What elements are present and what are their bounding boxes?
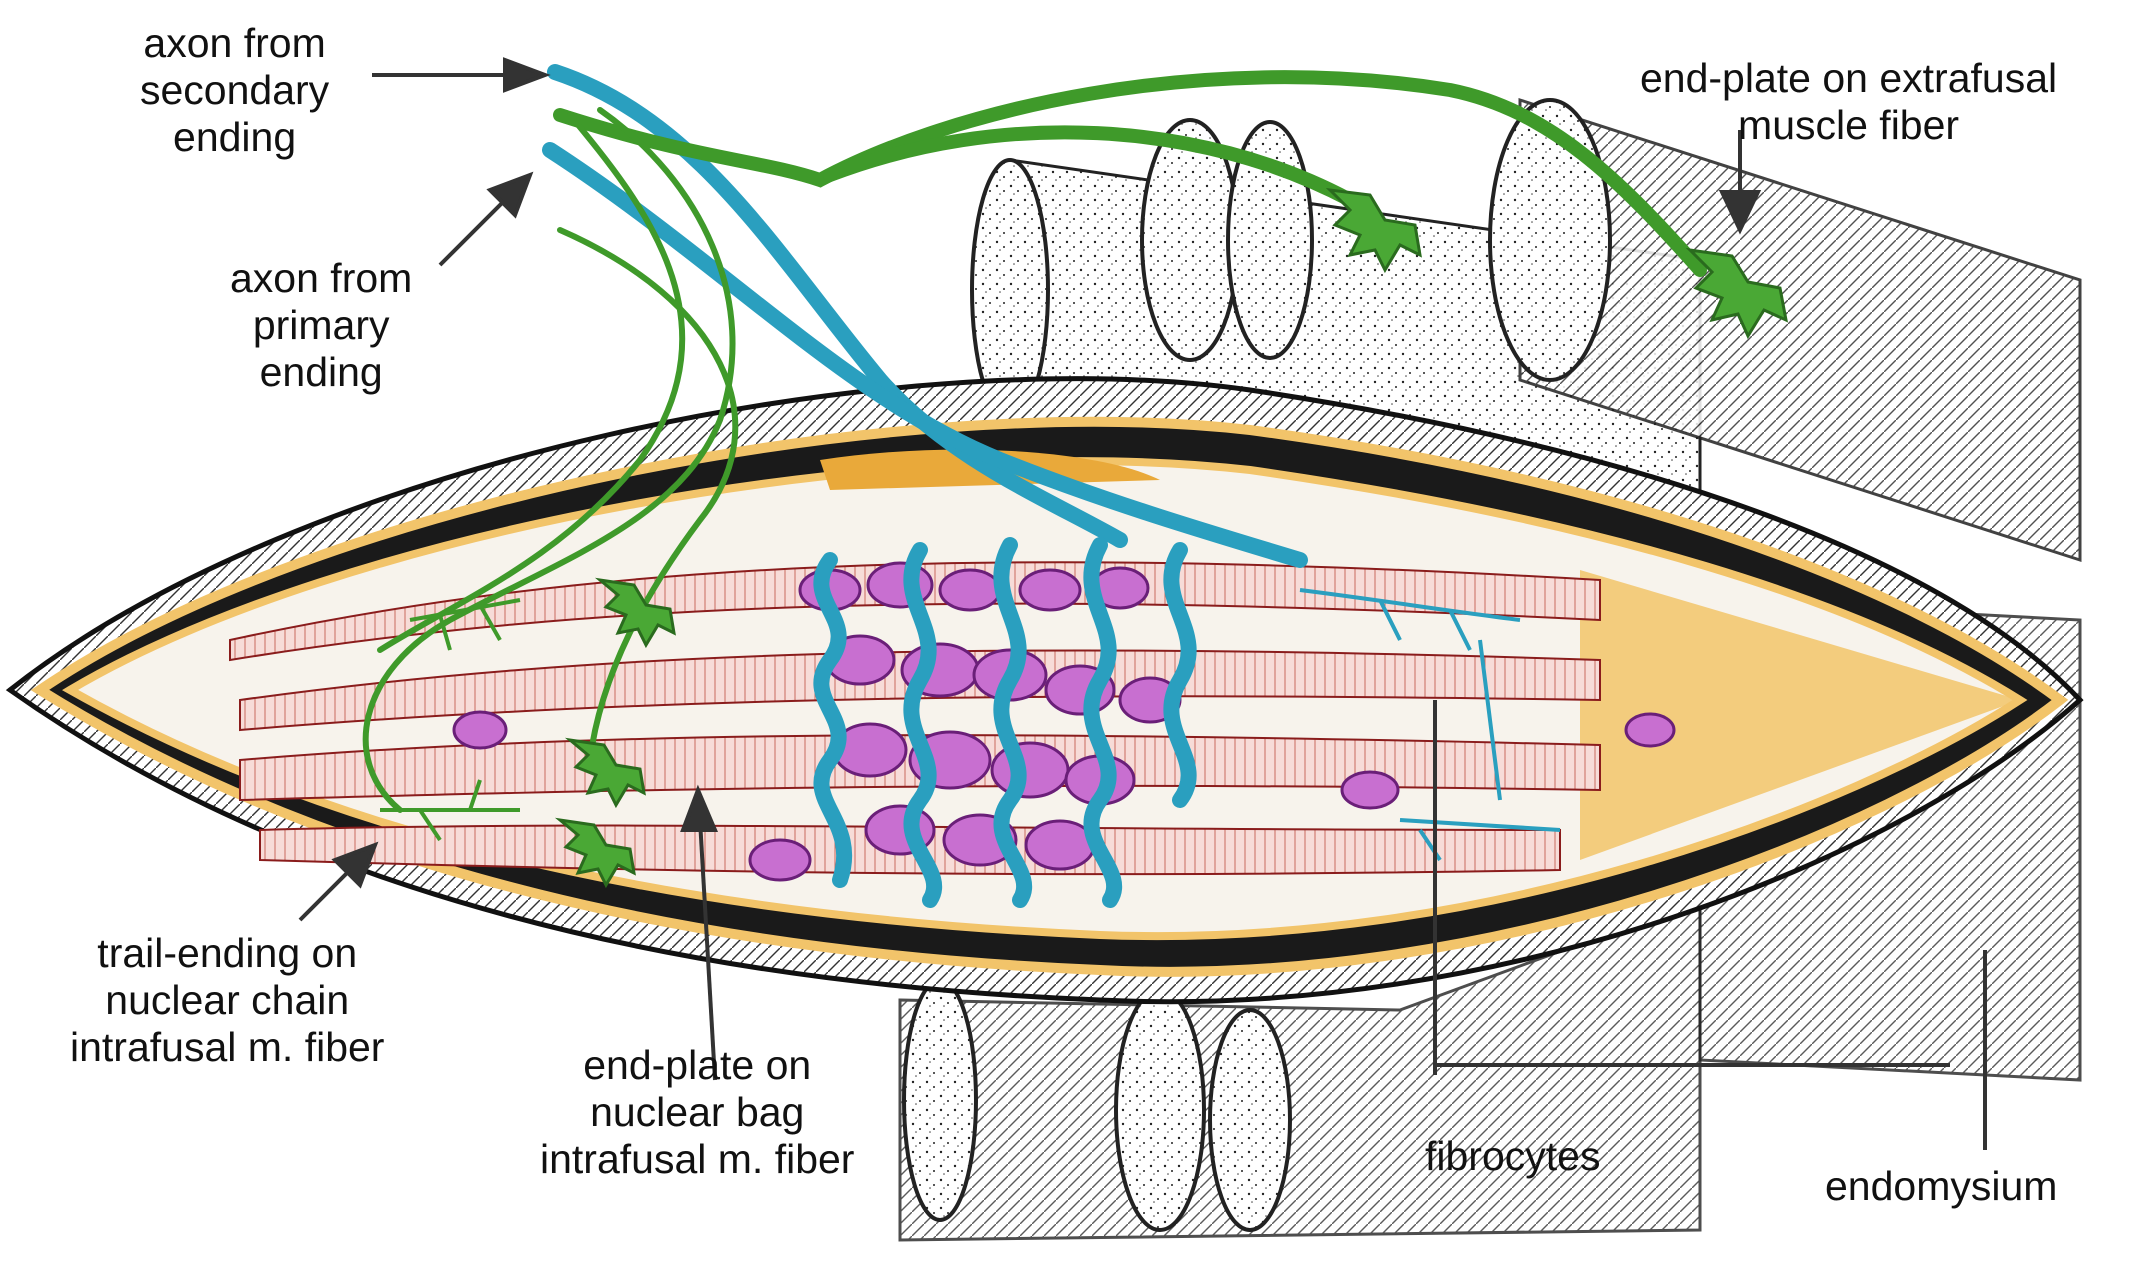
label-endplate-bag: end-plate on nuclear bag intrafusal m. f… xyxy=(540,1042,854,1183)
label-axon-primary: axon from primary ending xyxy=(230,255,412,396)
label-endomysium: endomysium xyxy=(1825,1163,2057,1210)
label-endplate-extrafusal: end-plate on extrafusal muscle fiber xyxy=(1640,55,2057,149)
label-fibrocytes: fibrocytes xyxy=(1425,1133,1600,1180)
label-trail-ending: trail-ending on nuclear chain intrafusal… xyxy=(70,930,384,1071)
label-axon-secondary: axon from secondary ending xyxy=(140,20,329,161)
